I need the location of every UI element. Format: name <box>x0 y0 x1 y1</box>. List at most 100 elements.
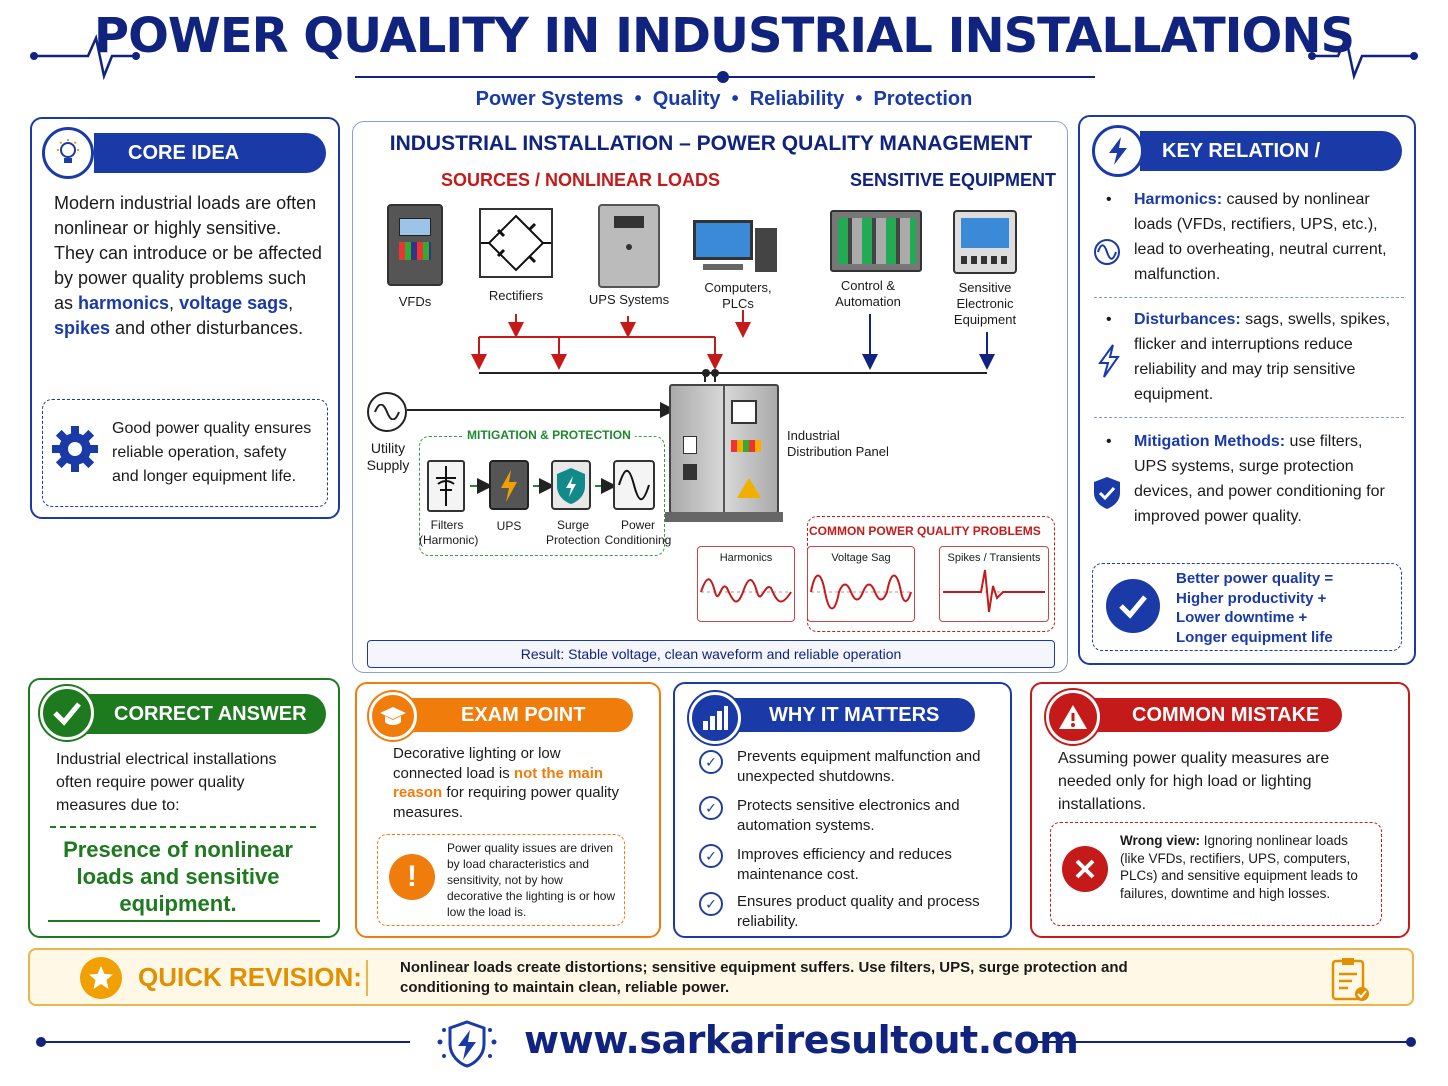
revision-divider <box>366 960 368 996</box>
footer-url[interactable]: www.sarkariresultout.com <box>524 1018 1079 1062</box>
filter-icon <box>427 460 465 512</box>
mitigation-label: MITIGATION & PROTECTION <box>463 428 635 442</box>
key-item-harmonics: • <box>1106 191 1112 208</box>
lightbulb-icon <box>42 127 94 179</box>
harmonics-waveform <box>700 578 792 603</box>
star-icon <box>80 957 122 999</box>
exam-note-box <box>377 834 625 926</box>
vfd-icon <box>387 204 443 286</box>
page-title: POWER QUALITY IN INDUSTRIAL INSTALLATION… <box>93 8 1355 64</box>
mitigation-label-filters: Filters (Harmonic) <box>419 518 479 547</box>
why-item-2: Protects sensitive electronics and autom… <box>737 797 960 834</box>
problem-label-spikes: Spikes / Transients <box>947 552 1041 564</box>
diagram-title: INDUSTRIAL INSTALLATION – POWER QUALITY … <box>389 132 1033 155</box>
check-icon: ✓ <box>699 796 723 820</box>
sources-label: SOURCES / NONLINEAR LOADS <box>441 170 721 190</box>
utility-supply-label: Utility Supply <box>366 440 410 473</box>
bar-chart-icon <box>689 692 741 744</box>
footer-line-right <box>1038 1041 1410 1043</box>
quick-revision-bar: QUICK REVISION: Nonlinear loads create d… <box>28 948 1414 1006</box>
footer-line-left <box>40 1041 410 1043</box>
wrong-view-box <box>1050 822 1382 926</box>
core-idea-note-box <box>42 399 328 507</box>
exam-note-text: Power quality issues are driven by load … <box>447 841 616 919</box>
footer-dot-left <box>36 1037 46 1047</box>
why-it-matters-card: WHY IT MATTERS ✓ Prevents equipment malf… <box>673 682 1012 938</box>
correct-answer-heading: CORRECT ANSWER <box>82 694 326 734</box>
key-item-harmonics-text: Harmonics: caused by nonlinear loads (VF… <box>1134 191 1387 283</box>
common-mistake-text: Assuming power quality measures are need… <box>1058 750 1330 813</box>
computer-icon <box>693 220 781 274</box>
load-label-ups: UPS Systems <box>588 292 670 307</box>
common-mistake-heading: COMMON MISTAKE <box>1084 698 1342 732</box>
mitigation-label-conditioning: Power Conditioning <box>604 518 672 547</box>
diagram-card: INDUSTRIAL INSTALLATION – POWER QUALITY … <box>352 121 1068 673</box>
core-idea-text: Modern industrial loads are often nonlin… <box>54 193 322 338</box>
load-label-rectifiers: Rectifiers <box>488 288 544 303</box>
pulse-decoration-right <box>1308 33 1418 80</box>
why-item-1: Prevents equipment malfunction and unexp… <box>737 748 981 785</box>
key-item-mitigation-text: Mitigation Methods: use filters, UPS sys… <box>1134 433 1385 525</box>
checkmark-icon <box>1106 579 1160 633</box>
page-subtitle: Power Systems • Quality • Reliability • … <box>475 88 973 110</box>
check-circle-icon <box>40 686 94 740</box>
ups-system-icon <box>598 204 660 288</box>
voltage-sag-waveform <box>810 574 912 610</box>
problem-box-sag <box>807 546 915 622</box>
quick-revision-label: QUICK REVISION: <box>138 962 362 992</box>
problems-label: COMMON POWER QUALITY PROBLEMS <box>809 524 1041 538</box>
exam-point-text: Decorative lighting or low connected loa… <box>393 745 619 821</box>
quick-revision-text: Nonlinear loads create distortions; sens… <box>400 959 1128 996</box>
control-cabinet-icon <box>830 210 922 272</box>
sine-circle-icon <box>1094 239 1120 265</box>
monitor-icon <box>953 210 1017 274</box>
sensitive-label-electronic: Sensitive Electronic Equipment <box>953 280 1017 327</box>
graduation-cap-icon <box>369 692 417 740</box>
shield-surge-icon <box>551 460 591 510</box>
key-item-disturbances-text: Disturbances: sags, swells, spikes, flic… <box>1134 311 1391 403</box>
key-relation-card: KEY RELATION / CONCEPT • Harmonics: caus… <box>1078 115 1416 665</box>
distribution-panel-icon <box>669 384 779 514</box>
clipboard-icon <box>1330 956 1370 1007</box>
shield-check-icon <box>1092 475 1122 516</box>
error-x-icon <box>1062 846 1108 892</box>
spikes-waveform <box>943 569 1045 613</box>
distribution-panel-base <box>665 512 783 522</box>
sensitive-label: SENSITIVE EQUIPMENT <box>850 170 1057 190</box>
correct-answer-question: Industrial electrical installations ofte… <box>56 751 277 814</box>
footer-dot-right <box>1406 1037 1416 1047</box>
sine-wave-icon <box>613 460 655 510</box>
key-item-mitigation: • <box>1106 433 1112 450</box>
warning-icon <box>1046 690 1100 744</box>
common-mistake-card: COMMON MISTAKE Assuming power quality me… <box>1030 682 1410 938</box>
correct-answer-text: Presence of nonlinear loads and sensitiv… <box>63 837 293 916</box>
key-divider-2 <box>1094 417 1404 418</box>
lightning-icon <box>1092 125 1144 177</box>
ac-source-icon <box>367 392 407 432</box>
wiring-diagram <box>407 310 995 494</box>
core-idea-card: CORE IDEA Modern industrial loads are of… <box>30 117 340 519</box>
key-summary-text: Better power quality =Higher productivit… <box>1176 570 1334 646</box>
wrong-view-text: Wrong view: Ignoring nonlinear loads (li… <box>1120 833 1358 901</box>
key-summary-box <box>1092 563 1402 651</box>
key-divider-1 <box>1094 297 1404 298</box>
ups-battery-icon <box>489 460 529 510</box>
correct-answer-divider <box>50 826 316 828</box>
problem-box-harmonics <box>697 546 795 622</box>
problem-label-harmonics: Harmonics <box>719 552 773 564</box>
exam-point-card: EXAM POINT Decorative lighting or low co… <box>355 682 661 938</box>
distribution-panel-label: Industrial Distribution Panel <box>787 428 889 459</box>
mitigation-label-ups: UPS <box>496 519 522 533</box>
check-icon: ✓ <box>699 892 723 916</box>
key-relation-heading: KEY RELATION / CONCEPT <box>1140 131 1402 202</box>
lightning-outline-icon <box>1096 343 1122 384</box>
result-bar: Result: Stable voltage, clean waveform a… <box>367 640 1055 668</box>
mitigation-label-surge: Surge Protection <box>545 518 601 547</box>
site-emblem-icon <box>434 1018 500 1075</box>
check-icon: ✓ <box>699 844 723 868</box>
exam-point-heading: EXAM POINT <box>405 698 633 732</box>
correct-answer-card: CORRECT ANSWER Industrial electrical ins… <box>28 678 340 938</box>
why-item-3: Improves efficiency and reduces maintena… <box>737 846 952 883</box>
sensitive-label-control: Control & Automation <box>835 278 901 309</box>
core-idea-heading: CORE IDEA <box>94 133 326 173</box>
